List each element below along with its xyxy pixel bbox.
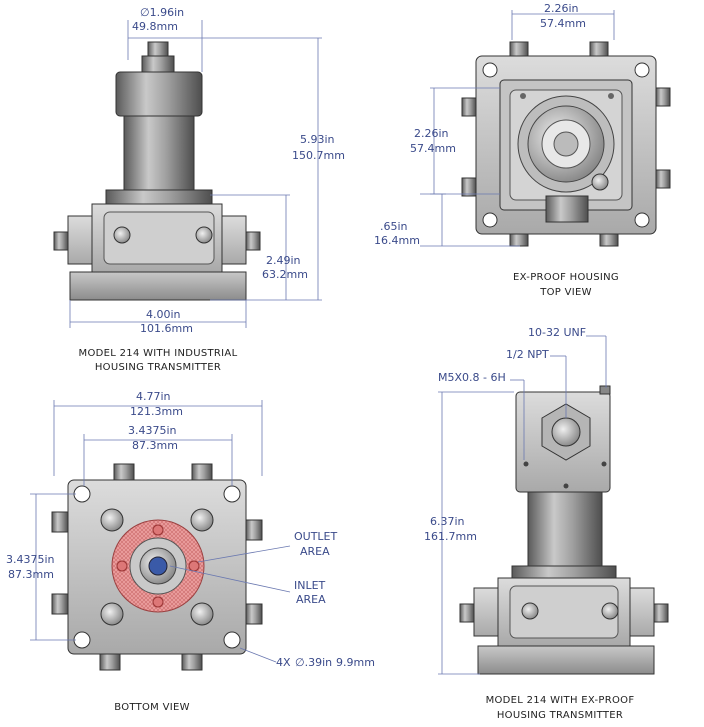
caption-exproof-line2: HOUSING TRANSMITTER [497, 710, 623, 721]
dim-mid-height-mm: 63.2mm [262, 268, 308, 281]
dim-height-in: 5.93in [300, 133, 335, 146]
thread-label-m5: M5X0.8 - 6H [438, 371, 506, 384]
caption-exproof-line1: MODEL 214 WITH EX-PROOF [486, 695, 635, 706]
dim-offset-mm: 16.4mm [374, 234, 420, 247]
caption-industrial-line2: HOUSING TRANSMITTER [95, 362, 221, 373]
bottom-view: 4.77in 121.3mm 3.4375in 87.3mm 3.4375in … [6, 390, 375, 713]
inlet-area-label-line1: INLET [294, 579, 326, 592]
dim-outer-width-in: 4.77in [136, 390, 171, 403]
thread-label-10-32: 10-32 UNF [528, 326, 586, 339]
caption-top-line1: EX-PROOF HOUSING [513, 272, 619, 283]
dim-exproof-height-mm: 161.7mm [424, 530, 477, 543]
exproof-top-view: 2.26in 57.4mm 2.26in 57.4mm .65in 16.4mm… [374, 2, 671, 298]
dim-top-diameter-in: ∅1.96in [140, 6, 184, 19]
hole-note-diameter-mm: 9.9mm [336, 656, 375, 669]
dim-side-height-mm: 57.4mm [410, 142, 456, 155]
exproof-front-view: 10-32 UNF 1/2 NPT M5X0.8 - 6H 6.37in 161… [424, 326, 669, 721]
caption-industrial-line1: MODEL 214 WITH INDUSTRIAL [79, 348, 238, 359]
dim-offset-in: .65in [380, 220, 408, 233]
dim-inner-width-mm: 87.3mm [132, 439, 178, 452]
hole-note-prefix: 4X [276, 656, 291, 669]
dim-side-height-mm: 87.3mm [8, 568, 54, 581]
dim-height-mm: 150.7mm [292, 149, 345, 162]
outlet-area-label-line1: OUTLET [294, 530, 338, 543]
thread-label-npt: 1/2 NPT [506, 348, 549, 361]
outlet-area-label-line2: AREA [300, 545, 330, 558]
industrial-front-view: ∅1.96in 49.8mm 5.93in 150.7mm 2.49in 63.… [53, 6, 345, 373]
dim-side-height-in: 3.4375in [6, 553, 55, 566]
hole-note-diameter-in: ∅.39in [295, 656, 332, 669]
dim-mid-height-in: 2.49in [266, 254, 301, 267]
caption-bottom-view: BOTTOM VIEW [114, 702, 190, 713]
dim-top-diameter-mm: 49.8mm [132, 20, 178, 33]
dim-width-mm: 101.6mm [140, 322, 193, 335]
dim-side-height-in: 2.26in [414, 127, 449, 140]
dim-inner-width-in: 3.4375in [128, 424, 177, 437]
dim-width-in: 4.00in [146, 308, 181, 321]
dim-top-width-in: 2.26in [544, 2, 579, 15]
caption-top-line2: TOP VIEW [539, 287, 592, 298]
dim-top-width-mm: 57.4mm [540, 17, 586, 30]
inlet-area-label-line2: AREA [296, 593, 326, 606]
dim-outer-width-mm: 121.3mm [130, 405, 183, 418]
dim-exproof-height-in: 6.37in [430, 515, 465, 528]
